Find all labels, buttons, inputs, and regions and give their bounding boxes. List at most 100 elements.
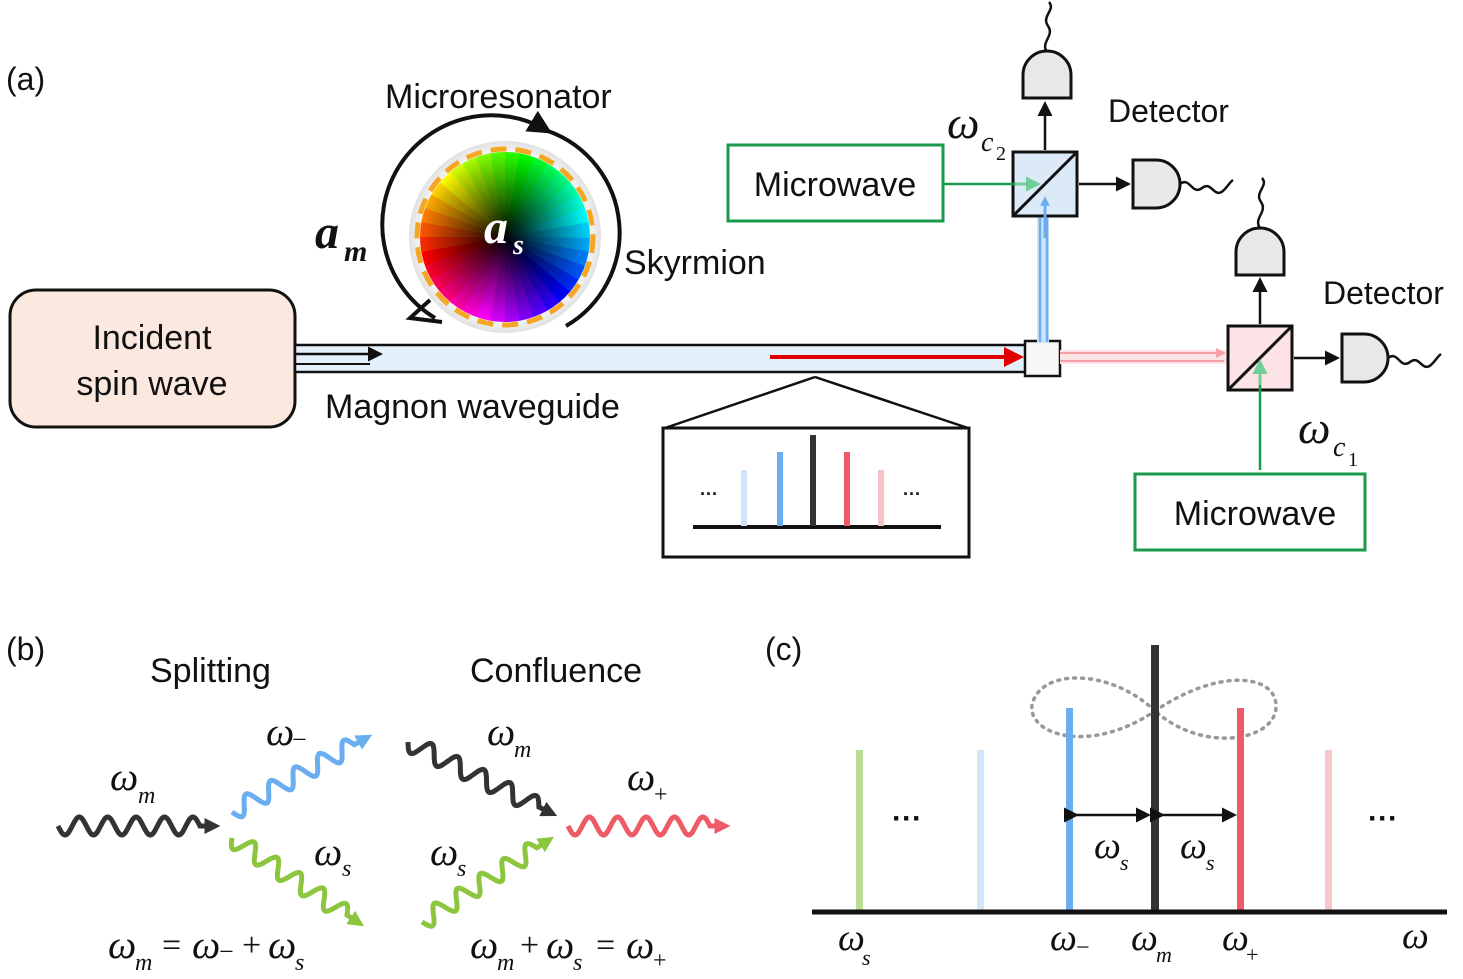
confluence-wave-omega-m [405, 740, 558, 817]
split-omega-minus-sub: − [292, 725, 307, 754]
confluence-wave-omega-s [420, 836, 554, 929]
top-splitter-diagonal [1011, 150, 1079, 218]
conf-omega-plus: ω [627, 754, 655, 799]
c-axis-omega-minus: ω [1050, 917, 1077, 959]
a-m-label: a [315, 206, 339, 259]
eq2-plus: + [520, 927, 539, 964]
detector-right-right [1340, 332, 1390, 384]
c-axis-omega-s: ω [838, 917, 865, 959]
conf-omega-s-sub: s [457, 856, 466, 882]
detector-top-label: Detector [1108, 93, 1229, 129]
conf-omega-plus-sub: + [654, 782, 668, 808]
microwave-box-bottom [1133, 472, 1367, 552]
c-spacing-omega-right: ω [1180, 825, 1207, 867]
microwave-top-label: Microwave [754, 166, 916, 204]
magnon-waveguide [293, 343, 1032, 374]
detector-top-up-signal [1043, 1, 1053, 53]
beam-splitter-junction [1023, 339, 1062, 378]
line-green [856, 750, 863, 912]
omega-c2-omega: ω [947, 97, 979, 148]
a-m-sub: m [344, 235, 367, 268]
c-spacing-sub-left: s [1120, 850, 1129, 875]
splitting-wave-omega-m [55, 814, 221, 838]
eq1-sub-s: s [295, 950, 304, 976]
inset-peak-blue [777, 452, 783, 526]
split-omega-m-sub: m [138, 783, 155, 809]
eq1-omega-m: ω [108, 922, 136, 967]
line-omega-m [1151, 645, 1159, 912]
inset-peak-center [810, 435, 816, 526]
line-omega-minus [1066, 708, 1073, 912]
c-axis-omega-s-sub: s [862, 945, 871, 970]
confluence-wave-omega-plus [565, 814, 731, 838]
c-spacing-omega-left: ω [1094, 825, 1121, 867]
detector-top-right-signal [1179, 178, 1234, 195]
inset-peak-pink [878, 470, 884, 526]
eq2-sub-s: s [573, 950, 582, 976]
skyrmion-dashed-ring [414, 146, 596, 328]
omega-c1-sub: 1 [1348, 449, 1358, 471]
splitting-wave-omega-s [228, 837, 365, 927]
splitting-label: Splitting [150, 652, 271, 690]
detector-right-up-signal [1256, 177, 1266, 229]
eq2-equals: = [596, 927, 615, 964]
split-omega-minus: ω [266, 709, 294, 754]
a-s-sub: s [512, 230, 524, 261]
omega-c2-sub: 2 [996, 143, 1006, 165]
waveguide-label: Magnon waveguide [325, 388, 620, 426]
c-axis-omega-plus: ω [1222, 917, 1249, 959]
c-ellipsis-right: ··· [1368, 802, 1398, 835]
inset-spectrum-box [661, 426, 971, 559]
panel-c-label: (c) [765, 631, 802, 667]
c-axis-omega-minus-sub: − [1076, 935, 1090, 961]
conf-omega-m-sub: m [514, 737, 531, 763]
conf-omega-s: ω [430, 829, 458, 874]
inset-peak-light-blue [741, 470, 747, 526]
confluence-equation: ω m + ω s = ω + [470, 922, 667, 976]
eq1-equals: = [162, 927, 181, 964]
inset-ellipsis-right: ··· [903, 484, 921, 504]
c-spacing-sub-right: s [1206, 850, 1215, 875]
split-omega-s-sub: s [342, 856, 351, 882]
incident-line2: spin wave [76, 365, 227, 403]
inset-zoom-line-left [664, 375, 816, 430]
confluence-label: Confluence [470, 652, 642, 690]
incident-line1: Incident [92, 319, 212, 357]
eq2-sub-plus: + [653, 948, 667, 974]
eq2-omega-plus: ω [626, 922, 654, 967]
panel-b-label: (b) [6, 631, 45, 667]
microwave-bottom-label: Microwave [1174, 495, 1336, 533]
panel-a-label: (a) [6, 61, 45, 97]
detector-top-up [1021, 49, 1073, 100]
line-omega-plus [1237, 708, 1244, 912]
detector-right-up [1234, 226, 1286, 277]
conf-omega-m: ω [487, 709, 515, 754]
resonator-arc-right [547, 129, 622, 328]
skyrmion-disc [420, 152, 590, 322]
c-axis-omega-plus-sub: + [1246, 942, 1258, 967]
microresonator-label: Microresonator [385, 78, 612, 116]
inset-ellipsis-left: ··· [700, 484, 718, 504]
line-light-blue [977, 750, 984, 912]
eq2-omega-s: ω [546, 922, 574, 967]
c-axis-omega-m: ω [1131, 917, 1158, 959]
eq2-omega-m: ω [470, 922, 498, 967]
c-axis-omega: ω [1402, 915, 1429, 957]
omega-c1-c: c [1333, 432, 1346, 463]
eq1-sub-minus: − [219, 937, 234, 966]
detector-right-right-signal [1387, 352, 1442, 369]
a-s-label: a [484, 201, 508, 254]
eq1-omega-minus: ω [192, 922, 220, 967]
split-omega-m: ω [110, 754, 138, 799]
detector-right-label: Detector [1323, 275, 1444, 311]
detector-top-right [1131, 158, 1182, 210]
eq1-plus: + [242, 927, 261, 964]
incident-spin-wave-box [8, 288, 297, 429]
eq1-sub-m: m [135, 950, 152, 976]
resonator-arrow-left [380, 110, 553, 320]
inset-zoom-line-right [814, 375, 969, 430]
splitting-equation: ω m = ω − + ω s [108, 922, 304, 976]
skyrmion-label: Skyrmion [624, 244, 766, 282]
splitting-wave-omega-minus [230, 734, 373, 820]
inset-peak-red [844, 452, 850, 526]
